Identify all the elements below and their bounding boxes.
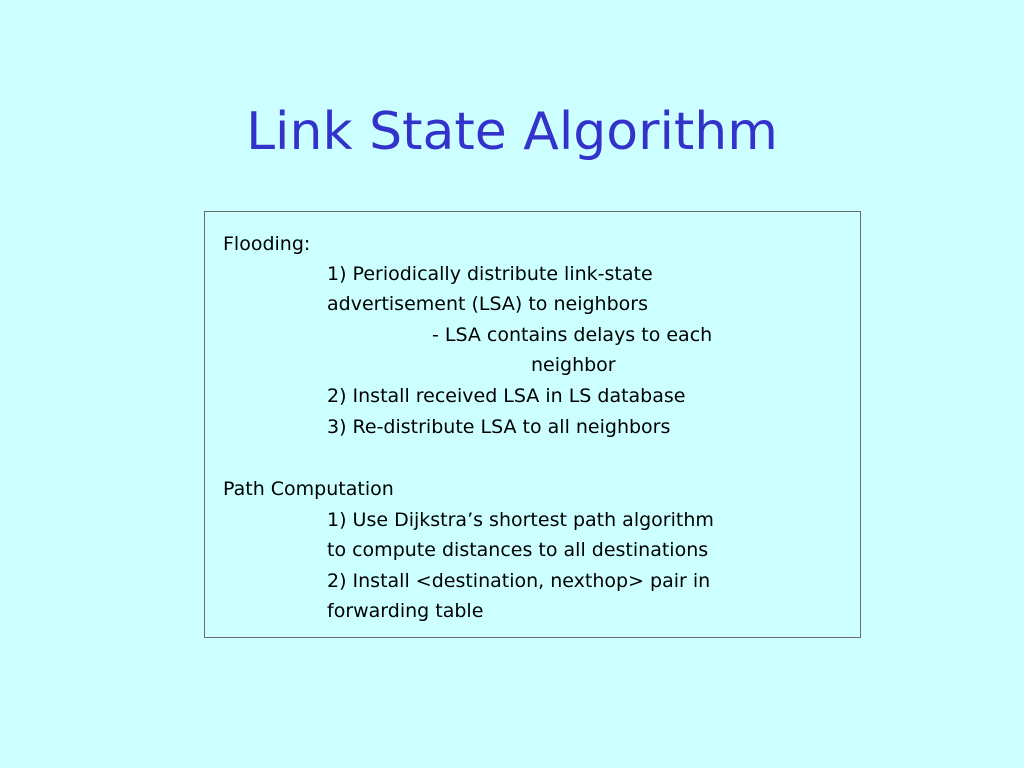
path-line-3: 2) Install <destination, nexthop> pair i… bbox=[327, 570, 711, 592]
flooding-line-1: 1) Periodically distribute link-state bbox=[327, 263, 653, 285]
flooding-line-2: advertisement (LSA) to neighbors bbox=[327, 293, 648, 315]
flooding-line-3: - LSA contains delays to each bbox=[432, 324, 713, 346]
path-line-4: forwarding table bbox=[327, 600, 484, 622]
flooding-line-5: 2) Install received LSA in LS database bbox=[327, 385, 686, 407]
flooding-line-6: 3) Re-distribute LSA to all neighbors bbox=[327, 416, 671, 438]
flooding-line-4: neighbor bbox=[531, 354, 616, 376]
section-heading-flooding: Flooding: bbox=[223, 233, 311, 255]
section-heading-path-computation: Path Computation bbox=[223, 478, 394, 500]
content-box bbox=[204, 211, 861, 638]
path-line-1: 1) Use Dijkstra’s shortest path algorith… bbox=[327, 509, 714, 531]
slide-title: Link State Algorithm bbox=[246, 102, 778, 162]
path-line-2: to compute distances to all destinations bbox=[327, 539, 709, 561]
